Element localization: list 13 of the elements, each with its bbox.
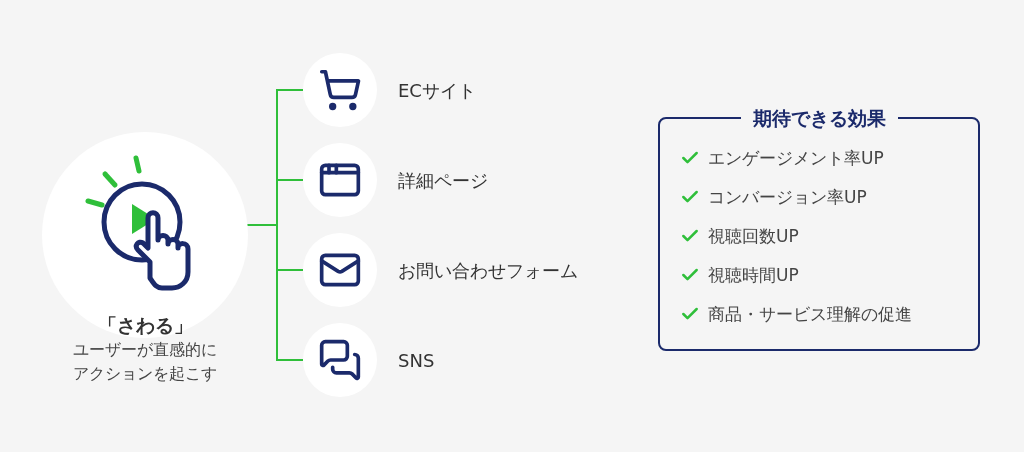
node-label: ECサイト: [398, 78, 476, 103]
node-label: SNS: [398, 348, 435, 373]
node-label: お問い合わせフォーム: [398, 258, 578, 283]
benefit-text: 商品・サービス理解の促進: [708, 303, 912, 326]
connector-line: [246, 224, 304, 361]
node-title: 「さわる」: [97, 313, 193, 338]
node-description: ユーザーが直感的にアクションを起こす: [72, 339, 218, 385]
node-label: 詳細ページ: [398, 168, 488, 193]
benefit-text: エンゲージメント率UP: [708, 147, 884, 170]
benefit-text: 視聴回数UP: [708, 225, 799, 248]
benefit-text: コンバージョン率UP: [708, 186, 867, 209]
benefit-text: 視聴時間UP: [708, 264, 799, 287]
panel-title: 期待できる効果: [740, 105, 898, 131]
